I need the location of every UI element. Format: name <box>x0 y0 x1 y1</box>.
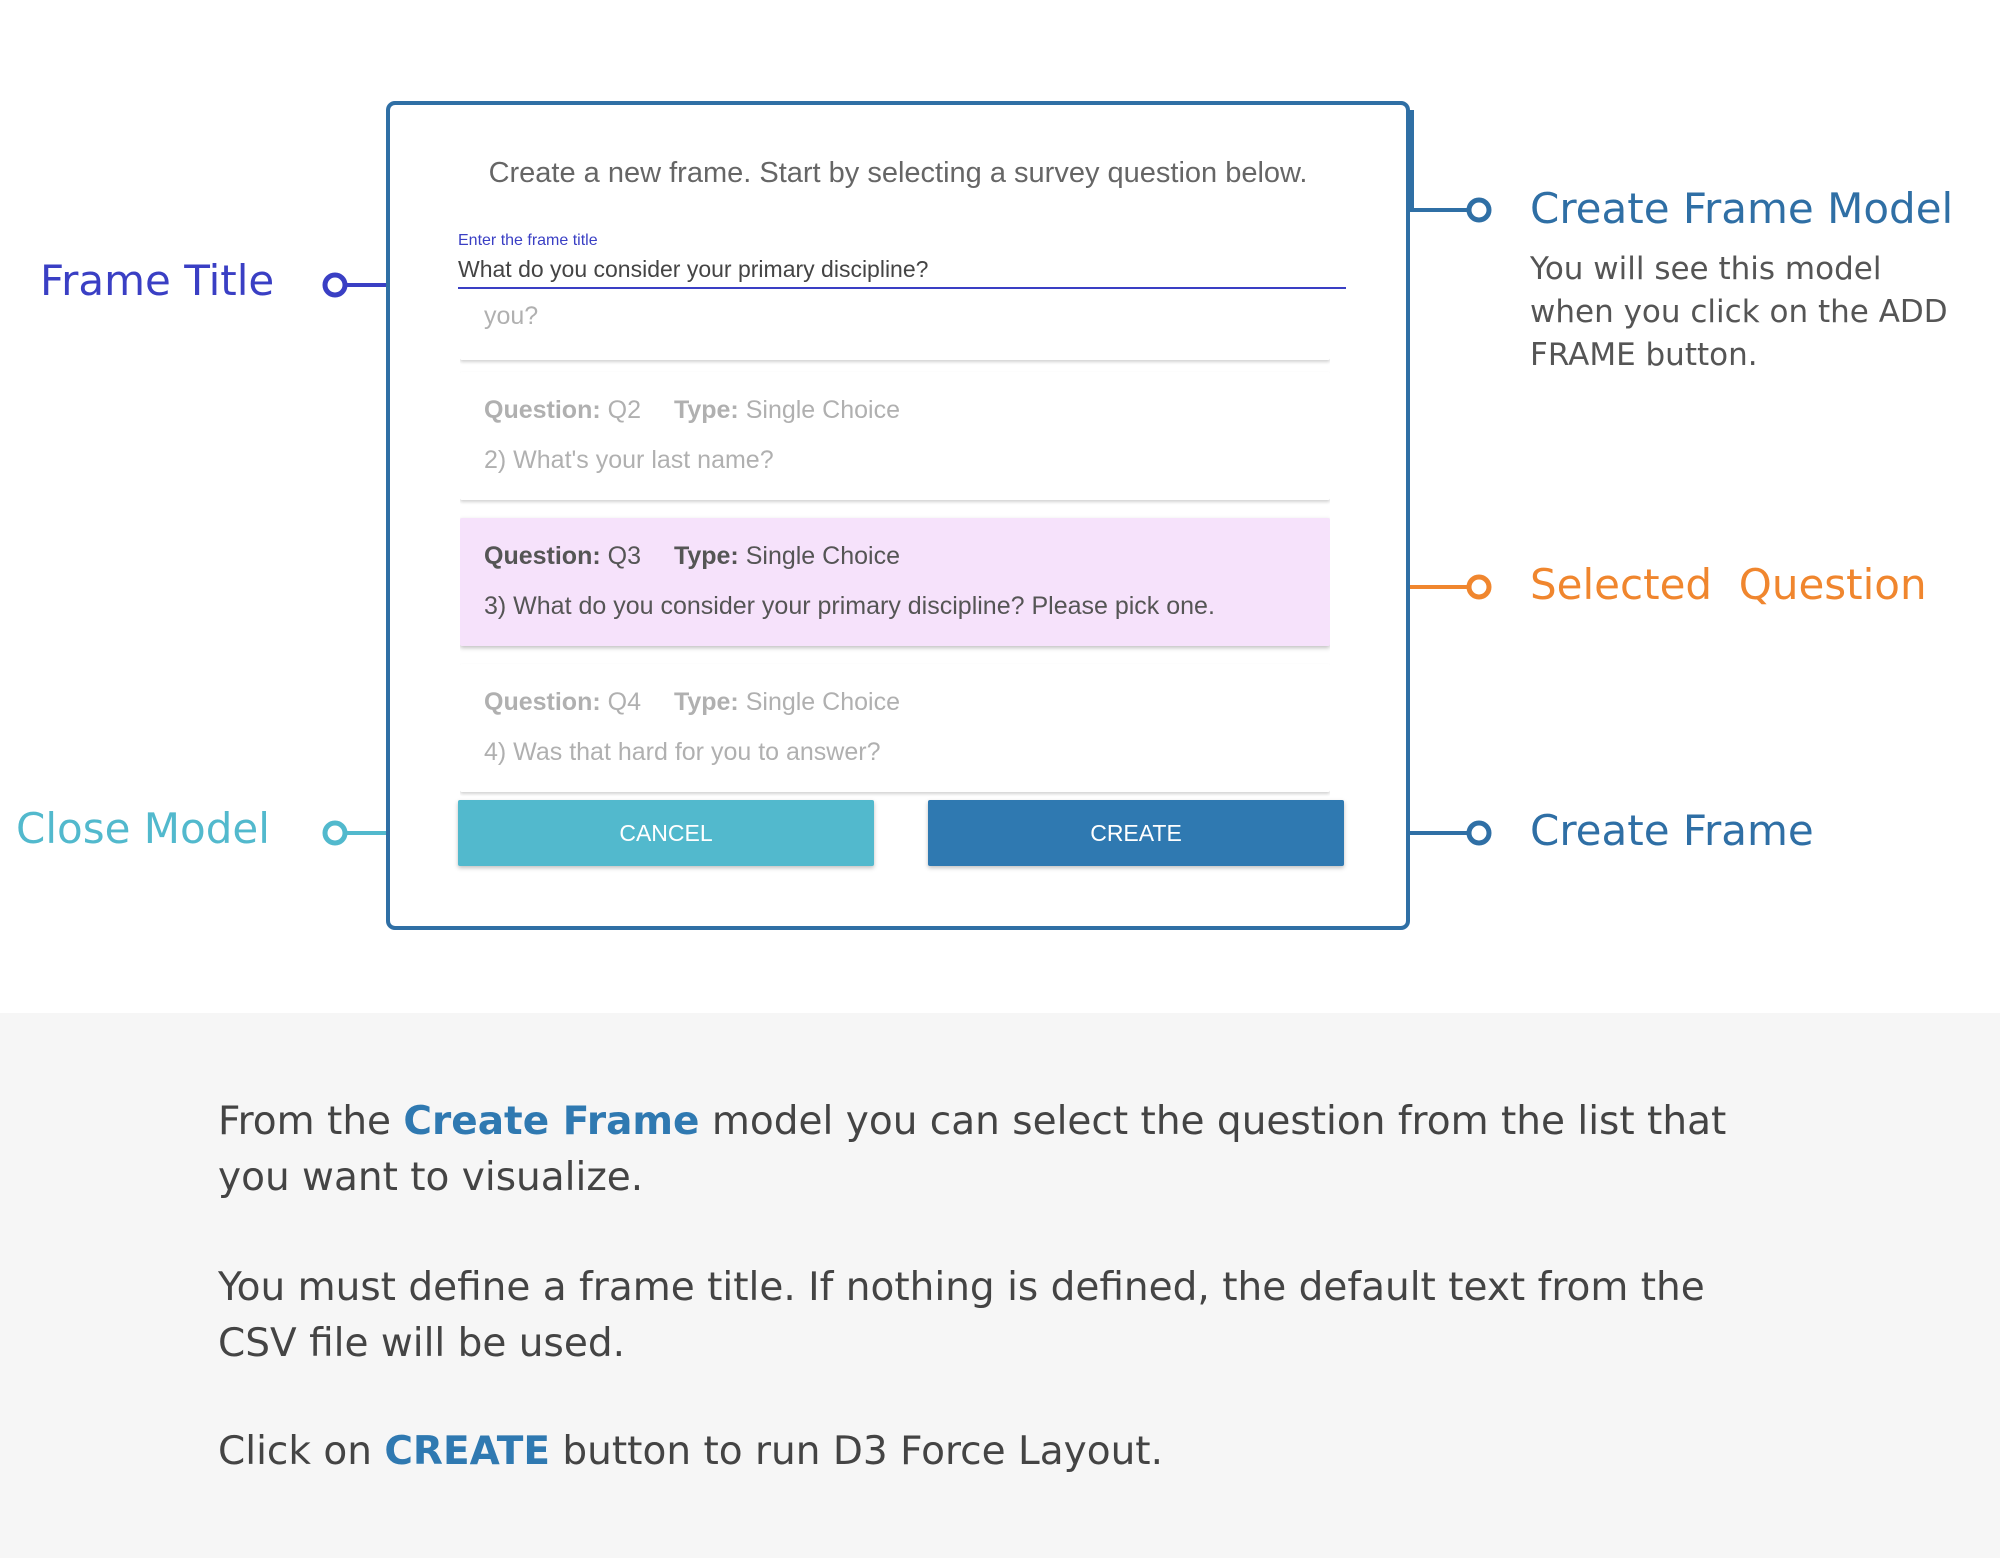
selected-question-dot <box>1466 574 1492 600</box>
question-label: Question: <box>484 542 601 570</box>
question-label: Question: <box>484 688 601 716</box>
question-card-partial[interactable]: you? <box>460 300 1330 360</box>
p1-before: From the <box>218 1099 404 1144</box>
type-label: Type: <box>673 542 739 570</box>
callout-close-model: Close Model <box>16 804 270 853</box>
question-card-q4[interactable]: Question: Q4 Type: Single Choice 4) Was … <box>460 664 1330 792</box>
type-value: Single Choice <box>745 688 900 716</box>
description-paragraph-1: From the Create Frame model you can sele… <box>218 1094 1778 1206</box>
question-text: you? <box>484 302 539 330</box>
create-frame-model-dot <box>1466 197 1492 223</box>
question-text: 2) What's your last name? <box>484 446 774 474</box>
p1-after: model you can select the question from t… <box>218 1099 1727 1200</box>
question-id: Q4 <box>607 688 641 716</box>
question-text: 4) Was that hard for you to answer? <box>484 738 881 766</box>
description-paragraph-3: Click on CREATE button to run D3 Force L… <box>218 1424 1778 1480</box>
cancel-button[interactable]: CANCEL <box>458 800 874 866</box>
p1-highlight: Create Frame <box>403 1099 700 1144</box>
question-meta: Question: Q3 Type: Single Choice <box>484 542 900 571</box>
question-id: Q3 <box>607 542 641 570</box>
frame-title-dot <box>322 272 348 298</box>
create-frame-model-line <box>1410 110 1470 212</box>
question-id: Q2 <box>607 396 641 424</box>
frame-title-input[interactable] <box>458 251 1346 289</box>
frame-title-label: Enter the frame title <box>458 232 598 249</box>
type-value: Single Choice <box>745 396 900 424</box>
callout-create-frame: Create Frame <box>1530 806 1814 855</box>
description-paragraph-2: You must define a frame title. If nothin… <box>218 1265 1705 1366</box>
create-frame-modal: Create a new frame. Start by selecting a… <box>386 101 1410 930</box>
modal-intro-text: Create a new frame. Start by selecting a… <box>488 157 1308 189</box>
question-meta: Question: Q4 Type: Single Choice <box>484 688 900 717</box>
question-list[interactable]: you? Question: Q2 Type: Single Choice 2)… <box>460 300 1330 865</box>
question-card-q3-selected[interactable]: Question: Q3 Type: Single Choice 3) What… <box>460 518 1330 646</box>
callout-create-frame-model-desc: You will see this model when you click o… <box>1530 251 1948 373</box>
type-label: Type: <box>673 688 739 716</box>
create-frame-dot <box>1466 820 1492 846</box>
close-model-dot <box>322 820 348 846</box>
description-area <box>0 1013 2000 1558</box>
type-value: Single Choice <box>745 542 900 570</box>
callout-frame-title: Frame Title <box>40 256 275 305</box>
question-label: Question: <box>484 396 601 424</box>
question-meta: Question: Q2 Type: Single Choice <box>484 396 900 425</box>
callout-create-frame-model: Create Frame Model <box>1530 184 1954 233</box>
p3-after: button to run D3 Force Layout. <box>550 1429 1163 1474</box>
p3-highlight: CREATE <box>384 1429 551 1474</box>
p3-before: Click on <box>218 1429 385 1474</box>
type-label: Type: <box>673 396 739 424</box>
create-button[interactable]: CREATE <box>928 800 1344 866</box>
question-card-q2[interactable]: Question: Q2 Type: Single Choice 2) What… <box>460 372 1330 500</box>
question-text: 3) What do you consider your primary dis… <box>484 592 1215 620</box>
callout-selected-question: Selected Question <box>1530 560 1927 609</box>
